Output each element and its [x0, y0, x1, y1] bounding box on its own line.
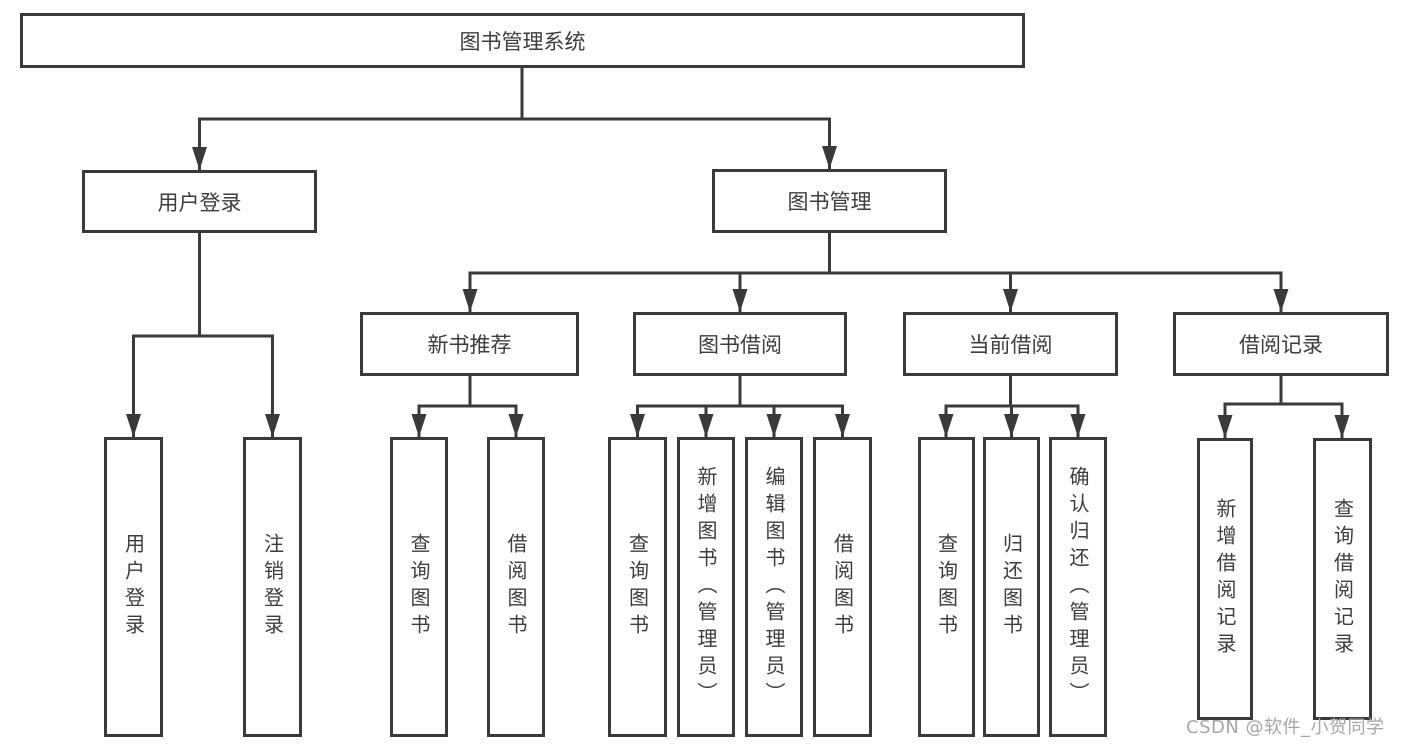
- node-label: 图书管理: [787, 190, 872, 214]
- node-label: 图书管理系统: [459, 29, 586, 54]
- node-book-management: 图书管理: [712, 169, 947, 233]
- node-label: 当前借阅: [968, 333, 1053, 357]
- node-label: 借阅记录: [1239, 333, 1323, 357]
- node-library-management-system: 图书管理系统: [20, 13, 1025, 68]
- leaf-return-books: 归还图书: [983, 437, 1040, 737]
- connector-root-to-level2: [192, 68, 837, 170]
- node-label: 查询借阅记录: [1330, 498, 1355, 660]
- node-current-borrowing: 当前借阅: [903, 312, 1118, 376]
- node-label: 编辑图书（管理员）: [762, 465, 786, 709]
- leaf-query-books: 查询图书: [608, 437, 667, 737]
- leaf-query-books: 查询图书: [390, 437, 448, 737]
- node-label: 新增图书（管理员）: [694, 465, 718, 709]
- node-label: 新增借阅记录: [1213, 498, 1237, 660]
- connector-group4-to-children: [1217, 376, 1350, 438]
- connector-group2-to-children: [630, 376, 850, 437]
- node-user-login: 用户登录: [82, 170, 317, 233]
- node-borrowing-records: 借阅记录: [1173, 312, 1389, 376]
- leaf-confirm-return-admin: 确认归还（管理员）: [1049, 437, 1107, 737]
- connector-login-to-children: [126, 233, 280, 437]
- leaf-borrow-books: 借阅图书: [813, 437, 872, 737]
- node-label: 借阅图书: [504, 533, 528, 641]
- connector-group1-to-children: [411, 376, 524, 437]
- node-label: 注销登录: [260, 533, 285, 641]
- watermark-text: CSDN @软件_小贺同学: [1186, 717, 1385, 738]
- node-label: 新书推荐: [427, 333, 512, 357]
- leaf-query-books: 查询图书: [918, 437, 975, 737]
- node-book-borrowing: 图书借阅: [633, 312, 847, 376]
- node-label: 归还图书: [999, 533, 1024, 641]
- leaf-logout: 注销登录: [243, 437, 302, 737]
- node-label: 图书借阅: [698, 333, 782, 357]
- node-label: 查询图书: [934, 533, 959, 641]
- leaf-add-books-admin: 新增图书（管理员）: [677, 437, 735, 737]
- connector-management-to-groups: [462, 233, 1289, 312]
- node-label: 查询图书: [407, 533, 431, 641]
- node-label: 用户登录: [157, 190, 242, 215]
- leaf-edit-books-admin: 编辑图书（管理员）: [745, 437, 803, 737]
- connector-group3-to-children: [938, 376, 1086, 437]
- leaf-borrow-books: 借阅图书: [487, 437, 545, 737]
- node-label: 用户登录: [121, 533, 146, 641]
- node-label: 借阅图书: [830, 533, 855, 641]
- leaf-add-borrow-record: 新增借阅记录: [1197, 438, 1253, 720]
- node-new-book-recommendation: 新书推荐: [360, 312, 579, 376]
- node-label: 确认归还（管理员）: [1066, 465, 1090, 709]
- leaf-query-borrow-record: 查询借阅记录: [1313, 438, 1372, 720]
- leaf-user-login: 用户登录: [104, 437, 163, 737]
- node-label: 查询图书: [625, 533, 650, 641]
